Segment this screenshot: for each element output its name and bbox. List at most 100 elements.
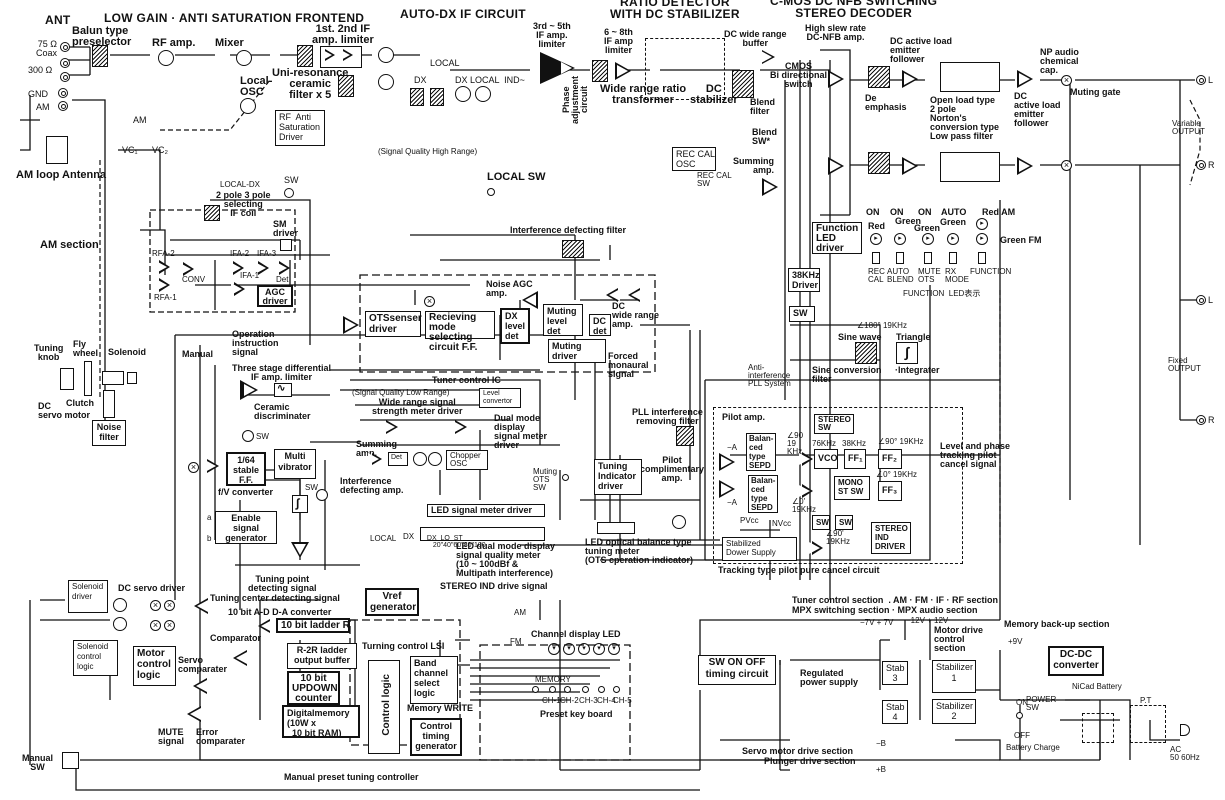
blend-filter-label: Blend filter (750, 97, 776, 116)
anti-interference-label: Anti- interference PLL System (748, 363, 791, 388)
deg90-19-label-c: ∠90' 19KHz (826, 529, 851, 546)
interference-amp-icon (368, 453, 382, 465)
power-transformer-icon (1130, 705, 1166, 743)
local-ind-label: LOCAL IND~ (470, 75, 525, 85)
ladder-r: 10 bit ladder R (276, 618, 350, 633)
ch3-key[interactable] (582, 686, 589, 693)
local-osc-label: Local- OSC (240, 75, 273, 98)
neg-a-label-1: −A (727, 443, 738, 452)
tuning-center-amp-icon (194, 598, 208, 614)
rec-cal-sw-label[interactable]: REC CAL SW (697, 171, 732, 188)
ch5-label: CH-5 (613, 696, 632, 705)
phase-180-label: ∠180° 19KHz (857, 321, 907, 330)
local-sw-switch[interactable] (487, 188, 495, 196)
ff2-box: FF₂ (878, 449, 902, 469)
meter-scale: 20"40"60"80"100 (432, 542, 486, 549)
if-6-8-amp-icon (615, 62, 631, 80)
channel-led-3: ▾ (578, 643, 590, 655)
rec-cal-led: ▸ (870, 233, 882, 245)
uni-resonance-label: Uni-resonance ceramic filter x 5 (272, 67, 349, 101)
fv-sw-circle[interactable] (316, 489, 328, 501)
ch4-key[interactable] (598, 686, 605, 693)
gnd-terminal[interactable] (58, 88, 68, 98)
noise-filter: Noise filter (92, 420, 126, 446)
func-color-2: Green (895, 216, 922, 226)
local-sw-label: LOCAL SW (487, 171, 546, 183)
ohm300-terminal-1[interactable] (60, 58, 70, 68)
ch5-key[interactable] (613, 686, 620, 693)
rec-cal-key[interactable] (872, 252, 880, 264)
dc-servo-driver-label: DC servo driver (118, 583, 186, 593)
memory-key[interactable] (532, 686, 539, 693)
autodx-title: AUTO-DX IF CIRCUIT (400, 7, 526, 21)
vco-amp-icon (799, 452, 813, 466)
ff3-box: FF₃ (878, 481, 902, 501)
lpf-label: Open load type 2 pole Norton's conversio… (930, 95, 1000, 141)
sine-filter-label: Sine conversion filter (812, 365, 882, 384)
stabilizer-2: Stabilizer 2 (932, 699, 976, 724)
manual-sw-button[interactable] (62, 752, 79, 769)
if-sw-circle[interactable] (242, 430, 254, 442)
frontend-title: LOW GAIN · ANTI SATURATION FRONTEND (104, 11, 365, 25)
summing-amp-label: Summing amp. (733, 156, 775, 175)
local-dx-switch[interactable] (284, 188, 294, 198)
de-emphasis-l-icon (868, 66, 890, 88)
ch4-label: CH-4 (597, 696, 616, 705)
output-amp-r-icon (1017, 157, 1033, 175)
fixed-r-label: R (1208, 415, 1215, 425)
blend-sw-label[interactable]: Blend SW* (752, 127, 778, 146)
muting-gate-r-icon: × (1061, 160, 1072, 171)
phase-adjust-label: Phase adjustment circuit (561, 76, 589, 125)
pilot-amp-icon-2 (719, 480, 735, 498)
am-tuner-label: AM (133, 115, 147, 125)
ch1-key[interactable] (549, 686, 556, 693)
memory-write-label: Memory WRITE (407, 703, 474, 713)
pt-label: P.T (1140, 696, 1152, 705)
fixed-output-l-jack[interactable] (1196, 295, 1206, 305)
rfa2-amp-icon (156, 260, 170, 274)
dc-active-load-label: DC active load emitter follower (890, 36, 953, 64)
mute-ots-key[interactable] (924, 252, 932, 264)
three-stage-label: Three stage differential IF amp. limiter (232, 363, 332, 382)
variable-output-l-jack[interactable] (1196, 75, 1206, 85)
rf-amp-fet-icon (158, 50, 174, 66)
ratio-transformer-label: Wide range ratio transformer (600, 83, 687, 106)
ch2-key[interactable] (564, 686, 571, 693)
battery-charge-label: Battery Charge (1006, 743, 1060, 752)
if-amp-icon-1 (321, 49, 335, 61)
muting-level-det: Muting level det (543, 304, 583, 336)
nicad-label: NiCad Battery (1072, 682, 1122, 691)
dx-label: DX (414, 75, 427, 85)
motor-control-logic: Motor control logic (133, 646, 176, 686)
receiving-mode-ff: Recieving mode selecting circuit F.F. (425, 311, 495, 353)
interference-filter-label: Interference defecting filter (510, 225, 627, 235)
auto-blend-key[interactable] (896, 252, 904, 264)
memory-key-label: MEMORY (535, 675, 571, 684)
fixed-output-r-jack[interactable] (1196, 415, 1206, 425)
mono-st-sw: MONO ST SW (834, 476, 870, 500)
coax-jack[interactable] (60, 42, 70, 52)
local-dx-label: LOCAL-DX (220, 180, 261, 189)
meter-mode-labels: DX LO ST (426, 535, 463, 542)
tuner-section-label: Tuner control section . AM · FM · IF · R… (792, 595, 998, 605)
am-terminal[interactable] (58, 101, 68, 111)
if-coil-filter-icon (204, 205, 220, 221)
mute-ots-led: ▸ (922, 233, 934, 245)
control-timing-generator: Control timing generator (410, 718, 462, 756)
ratio-detector-box (645, 38, 725, 100)
tuning-knob[interactable] (60, 368, 74, 390)
muting-ots-sw-label: Muting OTS SW (533, 467, 558, 492)
muting-ots-switch[interactable] (562, 474, 569, 481)
variable-output-r-jack[interactable] (1196, 160, 1206, 170)
nvcc-label: NVcc (772, 519, 792, 528)
ohm300-terminal-2[interactable] (60, 72, 70, 82)
key-label-rec-cal: REC CAL (868, 267, 885, 284)
stereo-sw: STEREO SW (814, 414, 854, 434)
stab-4: Stab 4 (882, 700, 908, 724)
fixed-l-label: L (1208, 295, 1214, 305)
rx-mode-key[interactable] (949, 252, 957, 264)
power-switch[interactable] (1016, 712, 1023, 719)
ratio-title: RATIO DETECTOR WITH DC STABILIZER (610, 0, 740, 21)
function-key[interactable] (978, 252, 986, 264)
